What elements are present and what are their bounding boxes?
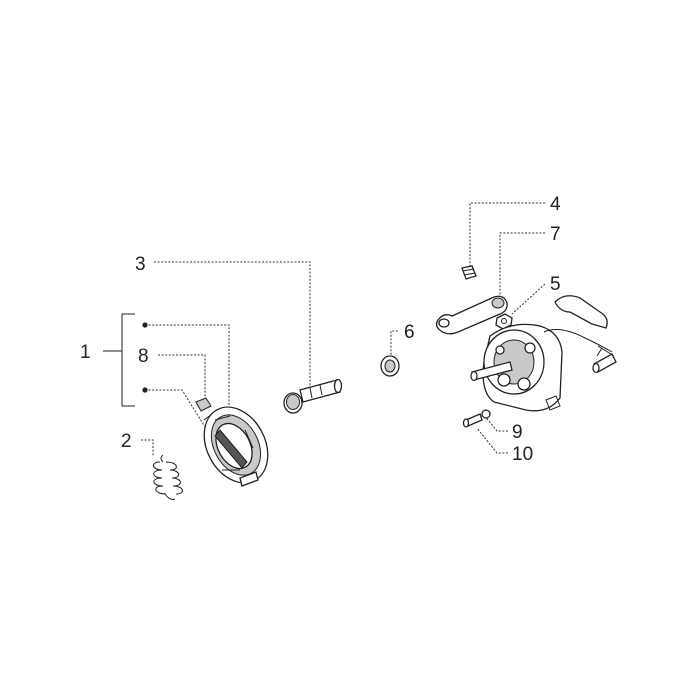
callout-labels: 1 2 3 4 5 6 7 8 9 10 xyxy=(80,194,561,465)
leader-6 xyxy=(390,330,398,358)
return-spring-part xyxy=(153,454,183,500)
callout-10: 10 xyxy=(512,444,533,465)
anchor-plate-part xyxy=(470,295,617,412)
callout-3: 3 xyxy=(135,254,146,275)
leader-9 xyxy=(484,415,508,432)
callout-2: 2 xyxy=(121,431,132,452)
leader-1b xyxy=(145,389,213,439)
brake-lever-part xyxy=(435,295,508,335)
callout-dot xyxy=(142,387,148,393)
leader-4 xyxy=(469,202,545,266)
leader-1a xyxy=(145,324,230,412)
callout-9: 9 xyxy=(512,422,523,443)
washer-screw-parts xyxy=(462,409,491,428)
callout-dots xyxy=(142,322,148,393)
leader-10 xyxy=(476,427,508,454)
brake-shoe-part xyxy=(203,406,269,487)
callout-6: 6 xyxy=(404,322,415,343)
leader-7 xyxy=(499,232,545,296)
seal-ring-part xyxy=(380,355,400,377)
callout-8: 8 xyxy=(138,346,149,367)
leader-3 xyxy=(154,261,311,388)
cam-pin-part xyxy=(283,378,343,414)
leader-5 xyxy=(511,283,546,315)
leader-1-bracket xyxy=(103,313,135,407)
leader-lines xyxy=(103,202,546,456)
callout-7: 7 xyxy=(550,224,561,245)
callout-5: 5 xyxy=(550,274,561,295)
screw-part-4 xyxy=(461,265,477,280)
callout-4: 4 xyxy=(550,194,561,215)
nut-part xyxy=(495,313,513,330)
leader-8 xyxy=(158,354,206,398)
callout-1: 1 xyxy=(80,342,91,363)
callout-dot xyxy=(142,322,148,328)
leader-2 xyxy=(141,439,154,456)
pad-part xyxy=(195,397,212,412)
